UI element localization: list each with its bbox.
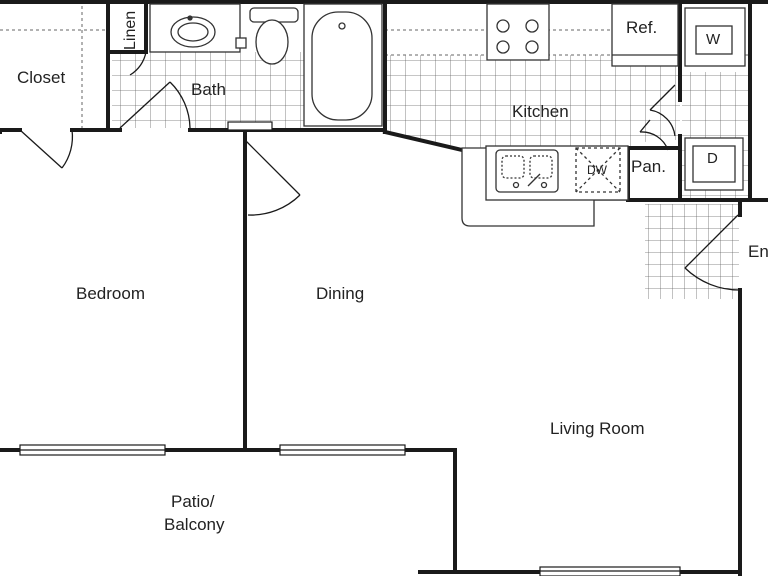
bath-fixtures <box>149 3 383 127</box>
bath-label: Bath <box>191 80 226 99</box>
washer-label: W <box>706 31 721 48</box>
linen-label: Linen <box>122 10 139 50</box>
kitchen-fixtures <box>461 3 746 227</box>
windows <box>19 121 681 576</box>
bath-tile <box>112 52 304 128</box>
closet-label: Closet <box>17 68 66 87</box>
dining-label: Dining <box>316 284 365 303</box>
entry-tile <box>645 204 739 299</box>
range-icon <box>486 3 550 61</box>
bedroom-label: Bedroom <box>76 284 145 303</box>
doors <box>19 51 741 291</box>
dryer-label: D <box>707 150 718 167</box>
toilet-icon <box>255 19 289 65</box>
living-room-label: Living Room <box>550 419 645 438</box>
bath-vent <box>227 121 273 131</box>
entry-label: En <box>748 242 768 261</box>
kitchen-label: Kitchen <box>512 102 569 121</box>
pantry-label: Pan. <box>631 157 666 176</box>
refrigerator-label: Ref. <box>626 18 658 37</box>
refrigerator-box <box>611 3 679 67</box>
dishwasher-label: DW <box>587 163 607 177</box>
patio-label-line1: Patio/ <box>171 492 215 511</box>
kitchen-tile <box>385 55 680 148</box>
patio-label-line2: Balcony <box>164 515 225 534</box>
